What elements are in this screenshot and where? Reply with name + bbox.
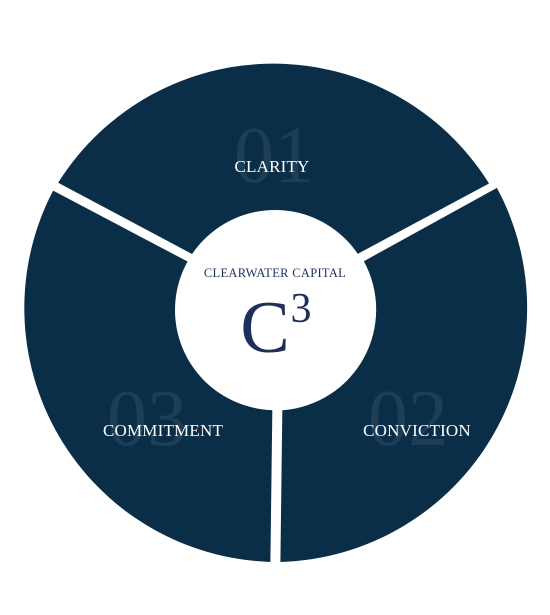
segment-number-03: 03 (107, 375, 187, 463)
segment-label-conviction: CONVICTION (363, 421, 471, 440)
hub-mark: C (240, 287, 289, 369)
segment-label-clarity: CLARITY (234, 157, 309, 176)
segment-commitment (24, 190, 273, 562)
center-hub (175, 210, 375, 410)
hub-brand-name: CLEARWATER CAPITAL (204, 266, 346, 280)
segment-clarity (58, 63, 490, 255)
segment-label-commitment: COMMITMENT (103, 421, 223, 440)
segment-number-01: 01 (234, 112, 314, 200)
segment-number-02: 02 (368, 375, 448, 463)
hub-mark-superscript: 3 (291, 286, 312, 332)
segment-conviction (280, 187, 528, 562)
